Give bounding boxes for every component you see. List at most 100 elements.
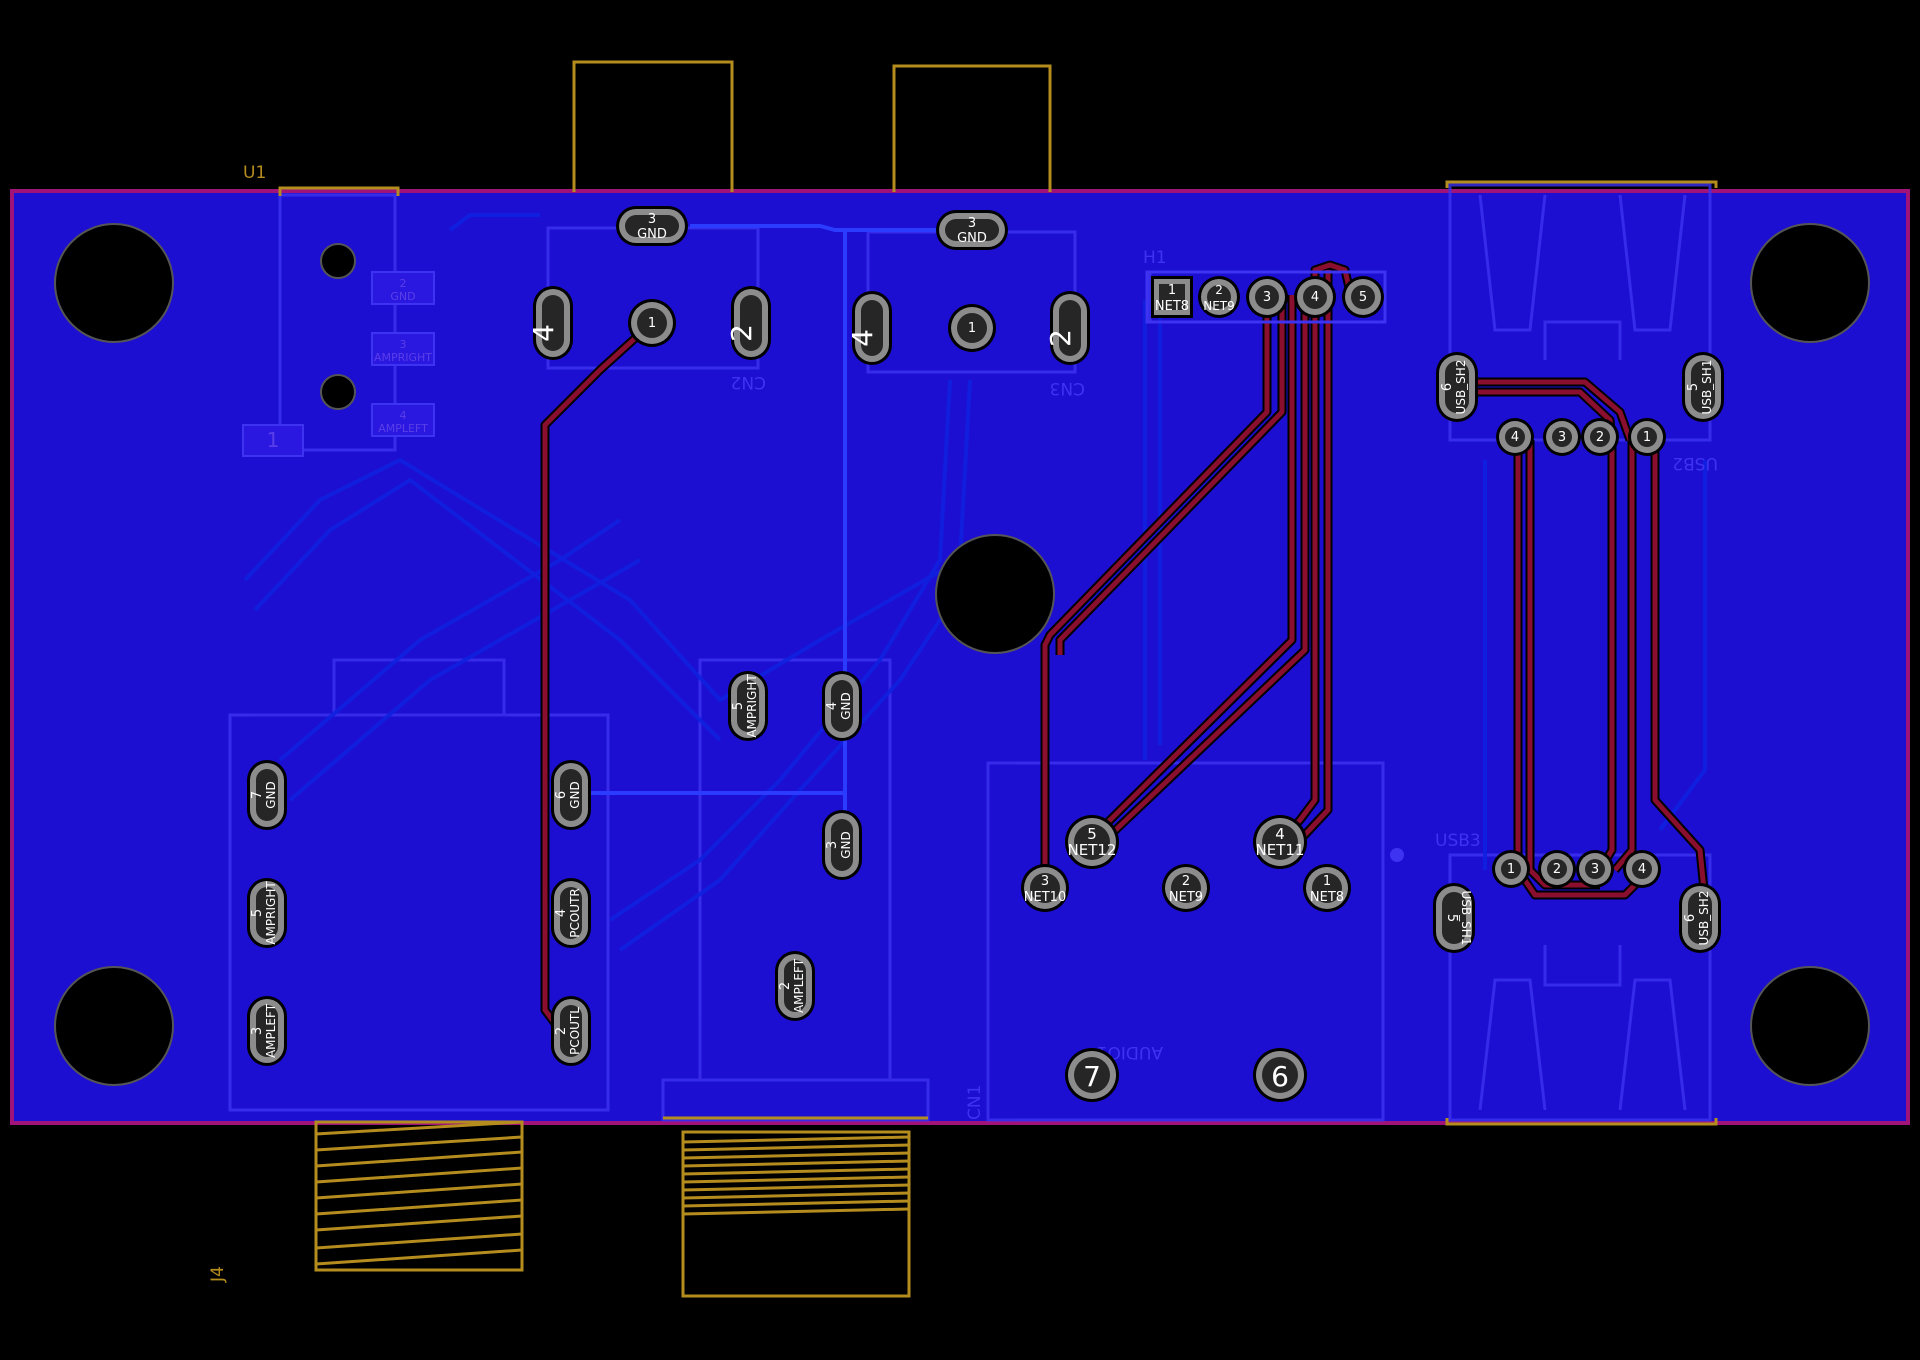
silkscreen: [278, 60, 1718, 1298]
h1-pin-5: 5: [1342, 276, 1384, 318]
pad-net-label: GND: [957, 231, 987, 246]
mount-hole: [54, 966, 174, 1086]
gnd-traces: [575, 224, 952, 845]
pad-net-label: USB_SH2: [1454, 360, 1468, 415]
usb2-pin-4: 4: [1496, 418, 1534, 456]
pad-number: 2: [1182, 874, 1190, 889]
pad-net-label: AMPRIGHT: [264, 881, 278, 945]
h1-pin-4: 4: [1294, 276, 1336, 318]
mount-hole: [935, 534, 1055, 654]
pad-number: 5: [250, 909, 265, 917]
u1-hole: [320, 374, 356, 410]
pad-number: 2: [1596, 430, 1604, 445]
pad-net-label: NET12: [1068, 841, 1117, 859]
pad-net-label: NET9: [1203, 299, 1235, 313]
cn2-pad-1: 1: [628, 299, 676, 347]
cn3-pad-4: 4: [846, 291, 892, 365]
pad-number: 3: [648, 212, 656, 227]
usb2-pin-3: 3: [1543, 418, 1581, 456]
pad-number: 1: [968, 321, 976, 336]
usb2-pin-2: 2: [1581, 418, 1619, 456]
pad-number: 5: [731, 702, 746, 710]
pad-net-label: NET8: [1155, 299, 1189, 314]
mount-hole: [54, 223, 174, 343]
pad-number: 6: [554, 791, 569, 799]
ref-cn2: CN2: [731, 372, 766, 392]
pad-number: 3: [1263, 290, 1271, 305]
u1-hole: [320, 243, 356, 279]
pad-number: 3: [825, 841, 840, 849]
pad-number: 2: [1553, 862, 1561, 877]
pad-number: 5: [1359, 290, 1367, 305]
ref-labels: U1 H1 USB3 J4 CN1 CN2 CN3 AUDIO1 USB2: [208, 163, 1718, 1283]
pad-number: 6: [1683, 914, 1698, 922]
pad-net-label: AMPRIGHT: [745, 674, 759, 738]
ref-usb3: USB3: [1435, 831, 1481, 851]
u1-pad-1: [242, 424, 304, 457]
cn2-pad-2: 2: [725, 286, 771, 360]
pad-number: 6: [1440, 383, 1455, 391]
pad-number: 4: [1638, 862, 1646, 877]
h1-pin-3: 3: [1246, 276, 1288, 318]
pad-number: 3: [968, 216, 976, 231]
pad-number: 1: [648, 316, 656, 331]
pad-number: 3: [250, 1027, 265, 1035]
pad-number: 2: [400, 277, 407, 290]
mount-hole: [1750, 966, 1870, 1086]
pad-net-label: PCOUTL: [568, 1007, 582, 1055]
usb3-pin-2: 2: [1538, 850, 1576, 888]
usb3-pin-1: 1: [1492, 850, 1530, 888]
pad-number: 4: [846, 329, 879, 347]
ref-cn3: CN3: [1050, 378, 1085, 398]
usb2-pin-1: 1: [1628, 418, 1666, 456]
pad-number: 4: [1275, 825, 1285, 843]
pad-number: 1: [1507, 862, 1515, 877]
pad-number: 5: [1686, 383, 1701, 391]
ref-h1: H1: [1143, 248, 1167, 268]
ref-usb2: USB2: [1672, 453, 1718, 473]
pad-number: 4: [400, 409, 407, 422]
pad-number: 1: [1168, 283, 1176, 298]
pad-number: 7: [1083, 1060, 1101, 1093]
pad-net-label: USB_SH1: [1700, 360, 1714, 415]
audio1-pin-7: 7: [1065, 1048, 1119, 1102]
cn3-pad-1: 1: [948, 304, 996, 352]
pad-number: 1: [1643, 430, 1651, 445]
pad-number: 6: [1271, 1060, 1289, 1093]
cn3-pad-2: 2: [1044, 291, 1090, 365]
audio1-pin-6: 6: [1253, 1048, 1307, 1102]
pad-net-label: USB_SH1: [1459, 891, 1473, 946]
pad-number: 2: [1215, 283, 1223, 297]
pad-number: 3: [1558, 430, 1566, 445]
pad-net-label: NET11: [1256, 841, 1305, 859]
ref-audio1: AUDIO1: [1097, 1042, 1163, 1062]
mount-hole: [1750, 223, 1870, 343]
pad-net-label: AMPLEFT: [264, 1003, 278, 1058]
pad-number: 2: [778, 982, 793, 990]
pad-net-label: GND: [568, 781, 582, 809]
pad-number: 4: [527, 324, 560, 342]
pad-net-label: NET9: [1169, 890, 1203, 905]
pad-net-label: GND: [839, 692, 853, 720]
